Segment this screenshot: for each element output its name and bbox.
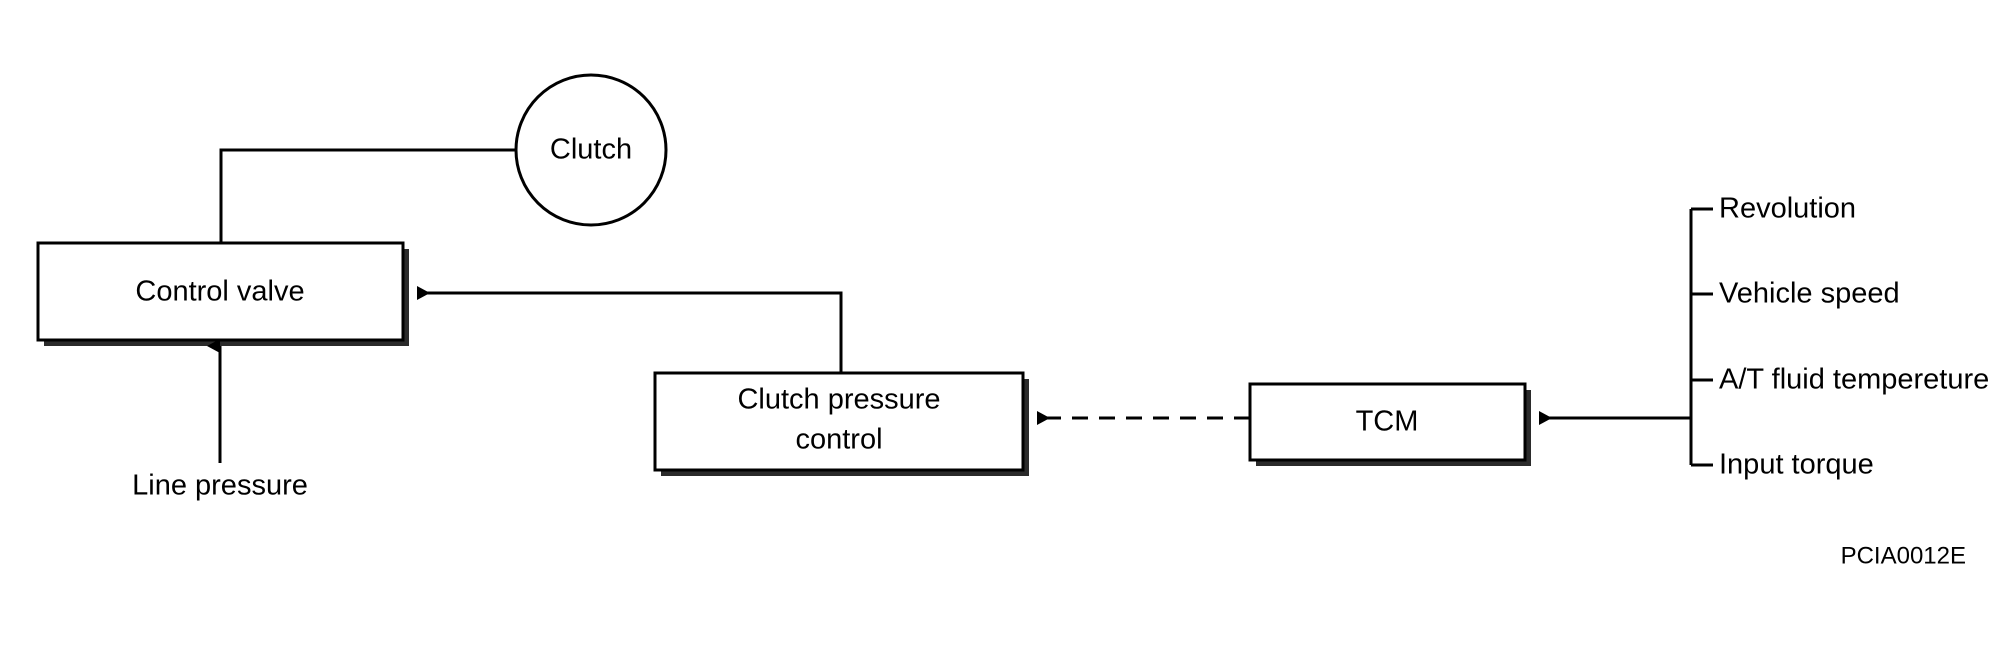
clutch-pressure-control-label-line1: Clutch pressure	[737, 384, 940, 416]
inputs-label-group: Revolution Vehicle speed A/T fluid tempe…	[1719, 193, 1989, 481]
input-label-vehicle-speed: Vehicle speed	[1719, 278, 1900, 310]
clutch-label: Clutch	[550, 134, 632, 166]
node-tcm[interactable]: TCM	[1248, 382, 1531, 466]
node-control-valve[interactable]: Control valve	[36, 241, 409, 346]
clutch-pressure-control-label-line2: control	[795, 424, 882, 456]
control-valve-label: Control valve	[135, 276, 304, 308]
node-clutch-pressure-control[interactable]: Clutch pressure control	[653, 371, 1029, 476]
tcm-label: TCM	[1356, 406, 1419, 438]
input-label-revolution: Revolution	[1719, 193, 1856, 225]
line-pressure-label: Line pressure	[132, 470, 308, 502]
node-clutch[interactable]: Clutch	[514, 73, 668, 227]
input-label-input-torque: Input torque	[1719, 449, 1874, 481]
inputs-bracket	[1689, 207, 1713, 467]
connector-clutch-pressure-control-to-control-valve	[417, 286, 843, 373]
figure-code: PCIA0012E	[1841, 542, 1966, 569]
input-label-at-fluid-tempereture: A/T fluid tempereture	[1719, 364, 1989, 396]
connector-clutch-to-control-valve	[219, 148, 516, 243]
